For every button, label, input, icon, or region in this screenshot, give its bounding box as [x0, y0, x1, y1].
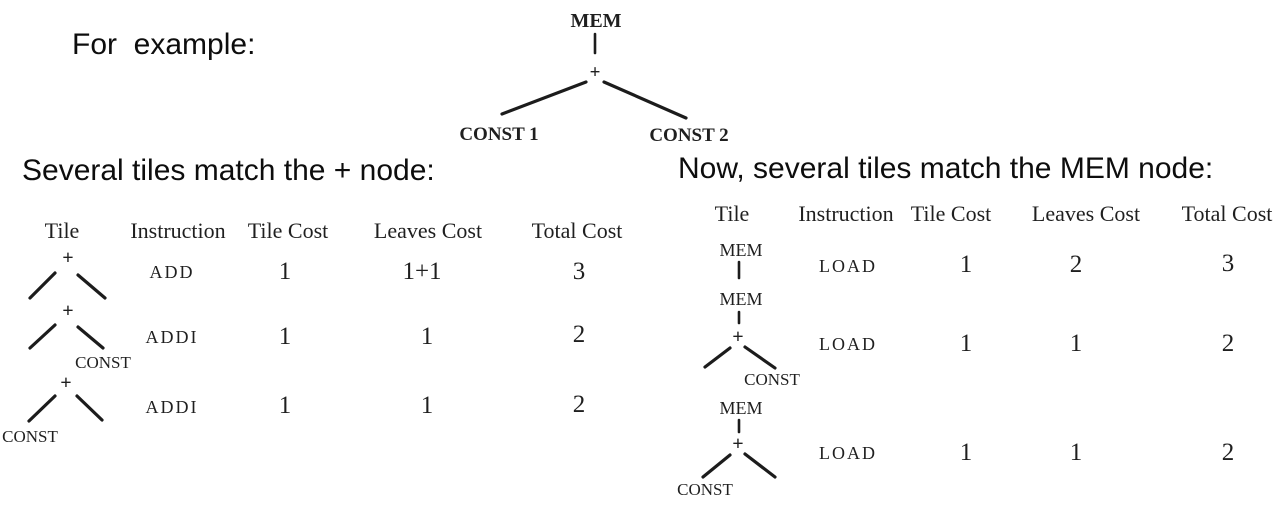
tree-root-label: MEM [570, 10, 621, 32]
tile-left-edge [701, 453, 732, 479]
tile-left-edge [27, 394, 57, 423]
tile-cost-cell: 1 [959, 439, 973, 466]
mem-node-label: MEM [719, 398, 762, 418]
tile-right-edge [76, 325, 105, 350]
tile-left-edge [28, 271, 57, 300]
left-col-header-instruction: Instruction [130, 218, 226, 243]
total-cost-cell: 2 [1221, 330, 1235, 357]
left-section-title: Several tiles match the + node: [22, 154, 435, 187]
instruction-cell: ADDI [145, 327, 199, 347]
tree-plus-label: + [590, 62, 601, 83]
total-cost-cell: 3 [572, 258, 586, 285]
tile-cost-cell: 1 [959, 330, 973, 357]
tile-cost-cell: 1 [959, 251, 973, 278]
tile-left-edge [28, 323, 57, 350]
right-col-header-tile: Tile [714, 201, 750, 226]
left-col-header-total-cost: Total Cost [531, 218, 623, 243]
right-col-header-tile-cost: Tile Cost [910, 201, 992, 226]
instruction-cell: ADD [149, 262, 195, 282]
intro-text: For example: [72, 28, 256, 61]
tile-cost-cell: 1 [278, 392, 292, 419]
left-col-header-leaves-cost: Leaves Cost [373, 218, 483, 243]
total-cost-cell: 2 [572, 391, 586, 418]
tile-diagram-plus-right-const: + CONST [28, 300, 131, 372]
tile-diagram-mem-plus-right-const: MEM + CONST [703, 289, 800, 389]
example-expression-tree: MEM + CONST 1 CONST 2 [459, 10, 728, 146]
total-cost-cell: 3 [1221, 250, 1235, 277]
tile-diagram-mem-plus-left-const: MEM + CONST [677, 398, 777, 499]
leaves-cost-cell: 2 [1069, 251, 1083, 278]
tree-left-leaf-label: CONST 1 [459, 124, 538, 145]
tile-diagram-plus: + [28, 247, 107, 300]
left-col-header-tile: Tile [44, 218, 80, 243]
total-cost-cell: 2 [572, 321, 586, 348]
instruction-cell: LOAD [819, 443, 877, 463]
plus-node-label: + [62, 247, 73, 269]
tile-right-edge [743, 452, 777, 479]
const-leaf-label: CONST [677, 480, 733, 499]
const-leaf-label: CONST [744, 370, 800, 389]
left-col-header-tile-cost: Tile Cost [247, 218, 329, 243]
tile-cost-cell: 1 [278, 323, 292, 350]
tree-right-leaf-label: CONST 2 [649, 125, 728, 146]
plus-node-label: + [62, 300, 73, 322]
right-col-header-leaves-cost: Leaves Cost [1031, 201, 1141, 226]
leaves-cost-cell: 1 [420, 323, 434, 350]
leaves-cost-cell: 1+1 [402, 258, 442, 285]
leaves-cost-cell: 1 [1069, 439, 1083, 466]
tile-diagram-mem: MEM [719, 240, 763, 280]
right-col-header-instruction: Instruction [798, 201, 894, 226]
const-leaf-label: CONST [75, 353, 131, 372]
tree-right-edge [602, 80, 688, 120]
tile-right-edge [76, 273, 107, 300]
mem-node-label: MEM [719, 240, 762, 260]
leaves-cost-cell: 1 [1069, 330, 1083, 357]
right-col-header-total-cost: Total Cost [1181, 201, 1273, 226]
right-section-title: Now, several tiles match the MEM node: [678, 152, 1214, 185]
leaves-cost-cell: 1 [420, 392, 434, 419]
tree-left-edge [500, 80, 588, 116]
instruction-cell: LOAD [819, 334, 877, 354]
tile-left-edge [703, 346, 732, 369]
tile-cost-cell: 1 [278, 258, 292, 285]
plus-node-label: + [732, 326, 743, 348]
instruction-cell: LOAD [819, 256, 877, 276]
tile-diagram-plus-left-const: + CONST [2, 372, 104, 446]
total-cost-cell: 2 [1221, 439, 1235, 466]
tile-right-edge [743, 345, 777, 370]
const-leaf-label: CONST [2, 427, 58, 446]
mem-node-label: MEM [719, 289, 762, 309]
plus-node-label: + [60, 372, 71, 394]
plus-node-label: + [732, 433, 743, 455]
tile-right-edge [75, 394, 104, 422]
instruction-cell: ADDI [145, 397, 199, 417]
